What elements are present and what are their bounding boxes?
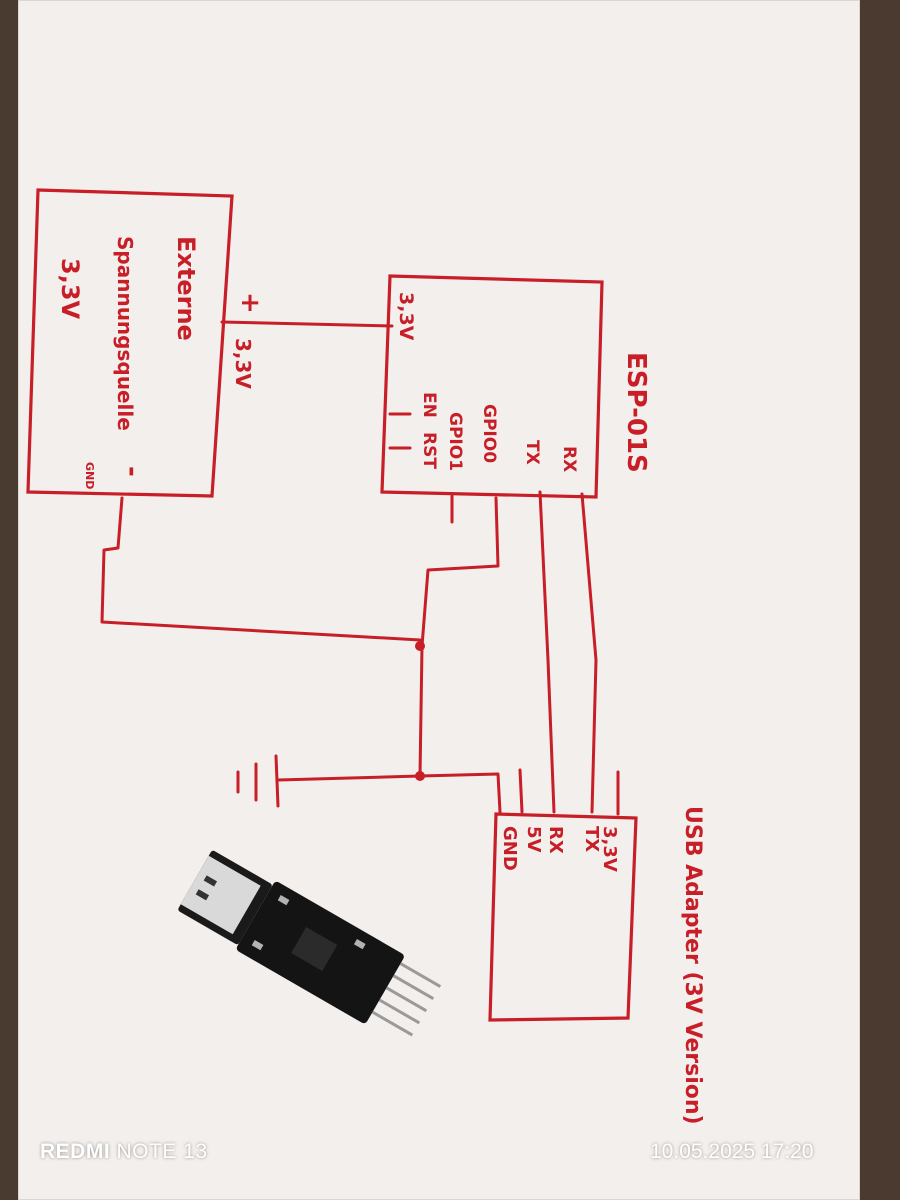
table-edge-left	[0, 0, 22, 1200]
wire-node-to-ground	[418, 644, 424, 778]
usb-smd-3	[353, 939, 366, 950]
paper-sheet	[18, 0, 860, 1200]
esp-pin-stubs	[388, 412, 412, 450]
wire-gpio0-to-node	[420, 496, 500, 648]
usb-pin-5v: 5V	[523, 826, 544, 853]
usb-header-pin-3	[385, 986, 428, 1013]
gnd-terminal-label: GND	[83, 462, 96, 489]
esp-pin-3v3: 3,3V	[395, 292, 417, 341]
usb-pin-stubs	[518, 768, 620, 816]
esp01s-box	[380, 274, 604, 499]
power-supply-label-1: Externe	[172, 236, 200, 341]
usb-plug-metal	[180, 855, 261, 935]
esp-pin-rst: RST	[419, 432, 439, 469]
usb-adapter-box	[488, 812, 638, 1022]
usb-pin-tx: TX	[581, 826, 602, 852]
ground-symbol	[236, 754, 280, 808]
camera-watermark-brand: REDMI NOTE 13	[40, 1140, 208, 1163]
usb-smd-1	[277, 895, 290, 906]
usb-adapter-title: USB Adapter (3V Version)	[680, 806, 705, 1125]
supply-voltage-label: 3,3V	[231, 338, 255, 389]
usb-header-pin-1	[399, 962, 442, 988]
minus-terminal-label: -	[117, 466, 147, 477]
junction-dot-upper	[415, 641, 425, 651]
esp-pin-en: EN	[419, 392, 439, 418]
usb-header-pin-4	[378, 998, 421, 1025]
esp-pin-tx: TX	[522, 440, 542, 465]
esp01s-title: ESP-01S	[621, 352, 651, 473]
usb-chip	[291, 927, 338, 971]
power-supply-label-3: 3,3V	[56, 258, 84, 320]
usb-smd-2	[251, 940, 264, 951]
junction-dot-lower	[415, 771, 425, 781]
usb-header-pin-2	[392, 974, 435, 1001]
esp-pin-rx: RX	[559, 446, 579, 472]
wire-gnd-to-node	[100, 496, 422, 642]
usb-adapter-module	[178, 850, 442, 1037]
usb-header-pin-5	[371, 1010, 414, 1037]
power-supply-box	[26, 188, 234, 498]
esp-pin-gpio1: GPIO1	[445, 412, 465, 471]
usb-plug-slot-2	[195, 889, 210, 901]
esp-pin-gpio0: GPIO0	[479, 404, 499, 463]
power-supply-label-2: Spannungsquelle	[113, 236, 137, 431]
wire-3v3-supply-to-esp	[220, 320, 394, 328]
camera-watermark-timestamp: 10.05.2025 17:20	[650, 1140, 814, 1163]
wire-esp-tx-to-usb-rx	[538, 490, 556, 814]
usb-pin-gnd: GND	[499, 826, 520, 871]
usb-pin-3v3: 3,3V	[599, 826, 620, 872]
wire-ground-bus	[276, 772, 502, 814]
wire-esp-rx-to-usb-tx	[580, 492, 598, 814]
usb-pin-rx: RX	[545, 826, 566, 854]
usb-plug-slot-1	[203, 875, 218, 887]
plus-terminal-label: +	[235, 292, 265, 314]
table-edge-right	[856, 0, 900, 1200]
